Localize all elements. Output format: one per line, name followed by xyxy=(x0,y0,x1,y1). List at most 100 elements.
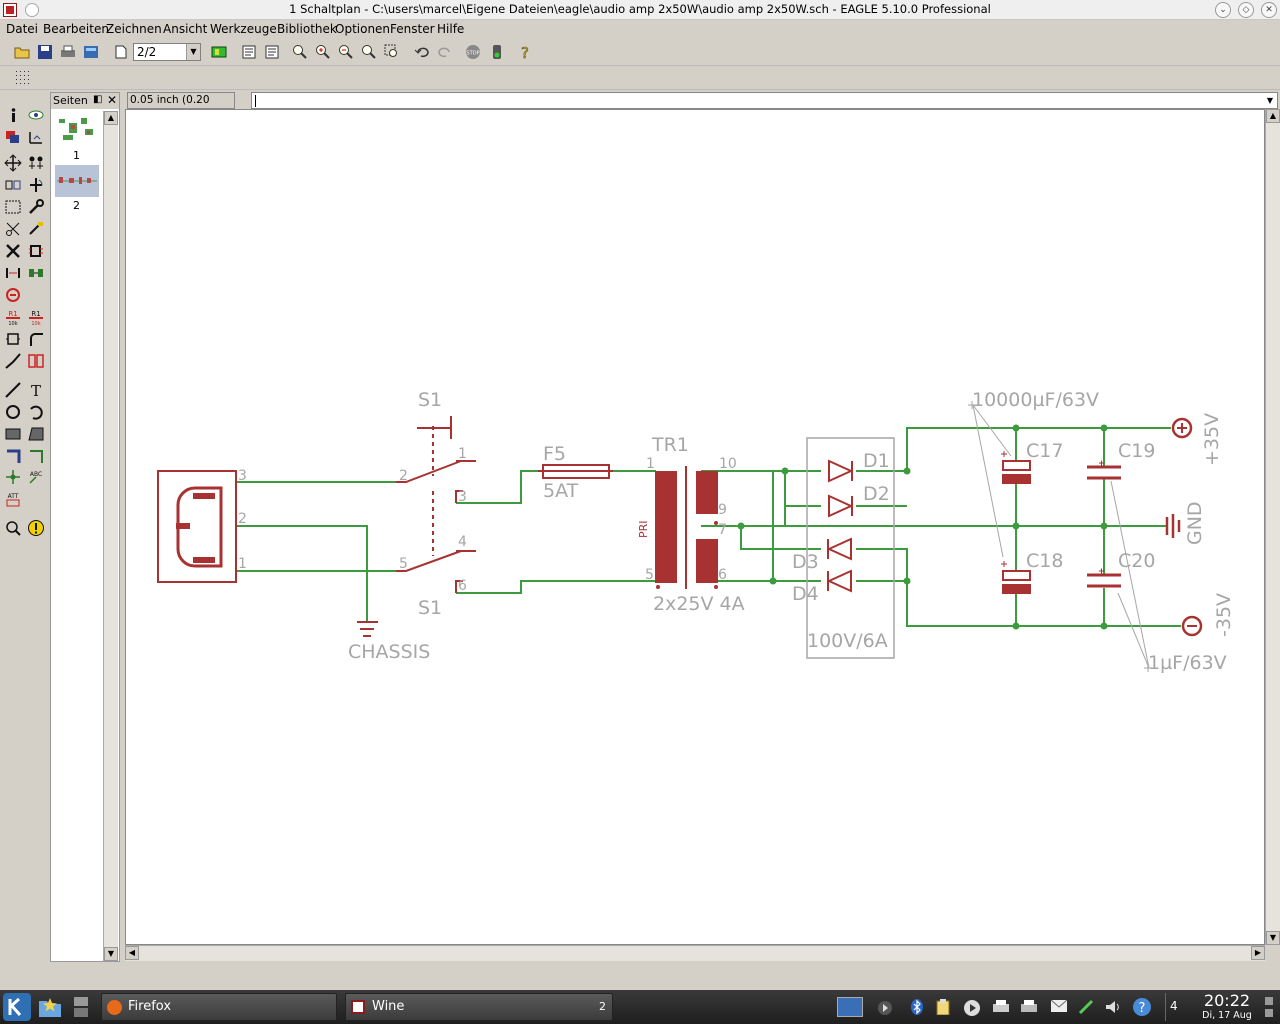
canvas-horizontal-scrollbar[interactable]: ◀ ▶ xyxy=(125,945,1265,961)
task-firefox[interactable]: Firefox xyxy=(101,993,337,1021)
print-icon[interactable] xyxy=(60,44,76,60)
zoom-select-icon[interactable] xyxy=(384,44,400,60)
lock-screen-icon[interactable] xyxy=(1262,994,1276,1020)
grid-icon[interactable] xyxy=(14,69,30,85)
change-wrench-icon[interactable] xyxy=(27,198,45,216)
script-icon[interactable] xyxy=(241,44,257,60)
expand-tray-icon[interactable] xyxy=(877,1000,893,1016)
sheet-select[interactable]: 2/2 ▼ xyxy=(133,43,201,61)
redraw-icon[interactable] xyxy=(361,44,377,60)
maximize-button[interactable]: ◇ xyxy=(1238,2,1254,18)
wire-icon[interactable] xyxy=(4,381,22,399)
help-tray-icon[interactable]: ? xyxy=(1132,997,1152,1017)
gateswap-icon[interactable] xyxy=(27,264,45,282)
smash-icon[interactable] xyxy=(4,330,22,348)
undo-icon[interactable] xyxy=(414,44,430,60)
canvas-vertical-scrollbar[interactable]: ▲ ▼ xyxy=(1265,109,1280,945)
pinswap-icon[interactable] xyxy=(4,264,22,282)
help-icon[interactable]: ? xyxy=(517,44,533,60)
kde-menu-icon[interactable] xyxy=(3,993,31,1021)
scroll-up-icon[interactable]: ▲ xyxy=(104,111,118,125)
split-icon[interactable] xyxy=(4,352,22,370)
board-switch-icon[interactable] xyxy=(211,44,227,60)
menu-datei[interactable]: Datei xyxy=(6,22,39,36)
zoom-out-icon[interactable] xyxy=(338,44,354,60)
junction-icon[interactable] xyxy=(4,468,22,486)
scroll-down-icon[interactable]: ▼ xyxy=(104,947,118,961)
pages-scrollbar[interactable]: ▲ ▼ xyxy=(103,111,118,961)
cam-processor-icon[interactable] xyxy=(83,44,99,60)
move-icon[interactable] xyxy=(4,154,22,172)
invoke-icon[interactable] xyxy=(27,352,45,370)
arc-icon[interactable] xyxy=(27,403,45,421)
miter-icon[interactable] xyxy=(27,330,45,348)
desktop-pager-icon[interactable] xyxy=(837,997,863,1017)
chevron-down-icon[interactable]: ▼ xyxy=(1266,96,1274,105)
volume-icon[interactable] xyxy=(1104,999,1120,1015)
erc-icon[interactable] xyxy=(4,519,22,537)
show-eye-icon[interactable] xyxy=(27,106,45,124)
menu-bearbeiten[interactable]: Bearbeiten xyxy=(43,22,109,36)
menu-hilfe[interactable]: Hilfe xyxy=(437,22,465,36)
close-icon[interactable]: ✕ xyxy=(107,93,118,107)
text-icon[interactable]: T xyxy=(27,381,45,399)
net-icon[interactable] xyxy=(27,447,45,465)
display-layers-icon[interactable] xyxy=(4,128,22,146)
scroll-right-icon[interactable]: ▶ xyxy=(1251,946,1265,960)
polygon-icon[interactable] xyxy=(27,425,45,443)
scroll-left-icon[interactable]: ◀ xyxy=(125,946,139,960)
mark-icon[interactable] xyxy=(27,128,45,146)
desktop-number[interactable]: 4 xyxy=(1170,999,1178,1013)
dock-icon[interactable]: ◧ xyxy=(93,94,103,105)
label-icon[interactable]: ABC xyxy=(27,468,45,486)
command-input[interactable]: ▼ xyxy=(251,92,1278,109)
menu-werkzeuge[interactable]: Werkzeuge xyxy=(210,22,277,36)
schematic-canvas[interactable]: S1 S1 CHASSIS F5 5AT TR1 2x25V 4A D1 D2 … xyxy=(125,109,1265,945)
zoom-in-icon[interactable] xyxy=(315,44,331,60)
open-icon[interactable] xyxy=(14,44,30,60)
save-icon[interactable] xyxy=(37,44,53,60)
info-icon[interactable] xyxy=(4,106,22,124)
scroll-down-icon[interactable]: ▼ xyxy=(1266,931,1280,945)
stop-icon[interactable]: STOP xyxy=(465,44,481,60)
show-desktop-icon[interactable] xyxy=(72,995,90,1019)
errors-icon[interactable] xyxy=(27,519,45,537)
page-thumbnail-1[interactable] xyxy=(55,115,99,147)
zoom-fit-icon[interactable] xyxy=(292,44,308,60)
cut-icon[interactable] xyxy=(4,220,22,238)
menu-zeichnen[interactable]: Zeichnen xyxy=(106,22,162,36)
media-player-icon[interactable] xyxy=(963,999,980,1016)
bus-icon[interactable] xyxy=(4,447,22,465)
printer-tray-icon-2[interactable] xyxy=(1020,999,1037,1015)
menu-ansicht[interactable]: Ansicht xyxy=(163,22,208,36)
clock[interactable]: 20:22 Di, 17 Aug xyxy=(1198,992,1256,1022)
schematic-drawing[interactable]: S1 S1 CHASSIS F5 5AT TR1 2x25V 4A D1 D2 … xyxy=(126,110,1265,945)
sheet-icon[interactable] xyxy=(113,44,129,60)
file-manager-icon[interactable] xyxy=(37,995,63,1019)
page-thumbnail-2[interactable] xyxy=(55,165,99,197)
close-button[interactable]: ✕ xyxy=(1261,2,1277,18)
network-icon[interactable] xyxy=(1078,999,1094,1015)
circle-icon[interactable] xyxy=(4,403,22,421)
redo-icon[interactable] xyxy=(437,44,453,60)
ulp-icon[interactable] xyxy=(264,44,280,60)
menu-bibliothek[interactable]: Bibliothek xyxy=(277,22,337,36)
pin-window-icon[interactable] xyxy=(25,3,39,17)
mail-icon[interactable] xyxy=(1050,999,1068,1015)
group-icon[interactable] xyxy=(4,198,22,216)
paste-icon[interactable] xyxy=(27,220,45,238)
printer-tray-icon[interactable] xyxy=(992,999,1009,1015)
menu-fenster[interactable]: Fenster xyxy=(390,22,435,36)
copy-icon[interactable] xyxy=(27,154,45,172)
go-icon[interactable] xyxy=(489,44,505,60)
scroll-up-icon[interactable]: ▲ xyxy=(1266,109,1280,123)
task-wine[interactable]: Wine 2 xyxy=(345,993,613,1021)
eagle-app-icon[interactable] xyxy=(3,3,17,17)
bluetooth-icon[interactable] xyxy=(909,999,925,1015)
rotate-icon[interactable] xyxy=(27,176,45,194)
delete-icon[interactable] xyxy=(4,242,22,260)
attribute-icon[interactable]: ATT xyxy=(4,490,22,508)
add-part-icon[interactable] xyxy=(27,242,45,260)
